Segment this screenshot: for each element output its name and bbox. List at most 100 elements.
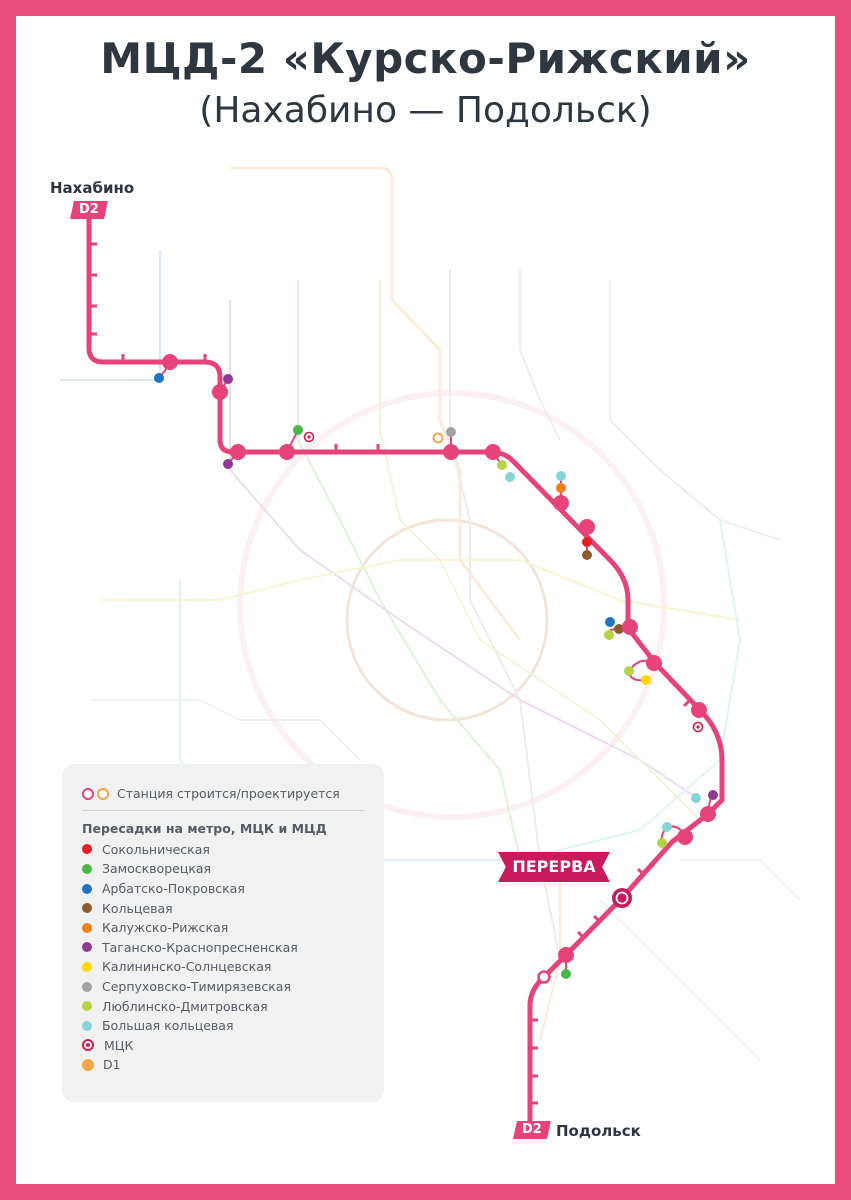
transfer-dot-teal — [556, 471, 566, 481]
transfer-dot-grey — [446, 427, 456, 437]
station — [230, 444, 246, 460]
legend-panel: Станция строится/проектируется Пересадки… — [62, 764, 384, 1102]
station — [558, 947, 574, 963]
background-network — [60, 166, 801, 1061]
line-color-dot-icon — [82, 863, 92, 874]
line-color-dot-icon — [82, 844, 92, 855]
transfer-dot-blue — [154, 373, 164, 383]
legend-item: Серпуховско-Тимирязевская — [82, 977, 364, 997]
legend-item-label: Калужско-Рижская — [102, 920, 229, 936]
station — [443, 444, 459, 460]
terminal-north-badge: D2 — [70, 201, 108, 219]
terminal-south-badge: D2 — [513, 1121, 551, 1139]
line-color-dot-icon — [82, 961, 92, 972]
station — [212, 384, 228, 400]
transfer-dot-lightgreen — [624, 666, 634, 676]
bg-line-orange-1 — [230, 166, 522, 641]
bg-line-grey-6 — [680, 859, 801, 901]
line-color-dot-icon — [82, 942, 92, 953]
legend-item: Замоскворецкая — [82, 859, 364, 879]
legend-item: Таганско-Краснопресненская — [82, 938, 364, 958]
legend-item: Арбатско-Покровская — [82, 879, 364, 899]
transfer-dot-yellow — [641, 675, 651, 685]
tick — [682, 698, 692, 708]
line-color-dot-icon — [82, 883, 92, 894]
bg-line-green-1 — [297, 280, 521, 861]
legend-item: Калужско-Рижская — [82, 918, 364, 938]
station — [691, 702, 707, 718]
transfer-mck-inner — [307, 435, 311, 439]
d1-construction-ring — [432, 432, 444, 444]
transfer-dot-orange — [556, 483, 566, 493]
legend-item: МЦК — [82, 1036, 364, 1056]
legend-item-label: Таганско-Краснопресненская — [102, 939, 298, 955]
legend-construction-label: Станция строится/проектируется — [117, 786, 340, 802]
transfer-mck-inner — [696, 725, 700, 729]
transfer-dot-purple — [223, 459, 233, 469]
station — [700, 806, 716, 822]
tick — [592, 914, 602, 924]
station — [677, 829, 693, 845]
line-color-dot-icon — [82, 1001, 92, 1012]
station-pererva-inner — [615, 891, 629, 905]
legend-item: Калининско-Солнцевская — [82, 957, 364, 977]
legend-item-label: Замоскворецкая — [102, 861, 212, 877]
transfer-dot-green — [293, 425, 303, 435]
transfer-dot-red — [582, 537, 592, 547]
terminal-north-name: Нахабино — [50, 179, 135, 197]
transfer-dot-teal — [691, 793, 701, 803]
line-color-dot-icon — [82, 981, 92, 992]
legend-divider — [82, 809, 364, 811]
legend-item-label: Серпуховско-Тимирязевская — [102, 979, 291, 995]
stations — [162, 354, 716, 984]
legend-item-label: D1 — [103, 1057, 121, 1073]
bg-line-grey-3 — [609, 280, 781, 541]
legend-item-label: Сокольническая — [102, 841, 210, 857]
legend-construction: Станция строится/проектируется — [82, 784, 364, 804]
mck-icon — [82, 1039, 94, 1052]
transfer-dot-teal — [505, 472, 515, 482]
station — [162, 354, 178, 370]
page-title: МЦД-2 «Курско-Рижский» — [100, 34, 751, 83]
tick — [636, 867, 646, 877]
station — [279, 444, 295, 460]
station — [622, 619, 638, 635]
legend-item: Сокольническая — [82, 840, 364, 860]
bg-line-lightgreen-1 — [379, 280, 701, 821]
bg-line-purple-1 — [229, 300, 701, 801]
line-color-dot-icon — [82, 922, 92, 933]
bg-line-grey-2 — [519, 270, 561, 441]
terminal-south-name: Подольск — [556, 1122, 641, 1140]
transfer-dot-brown — [614, 624, 624, 634]
bg-line-yellow-1 — [100, 559, 741, 621]
transfer-dot-green — [561, 969, 571, 979]
transfer-dot-lightgreen — [604, 630, 614, 640]
legend-item-label: МЦК — [104, 1037, 134, 1053]
station — [579, 519, 595, 535]
line-color-dot-icon — [82, 1020, 92, 1031]
station — [646, 655, 662, 671]
legend-item-label: Большая кольцевая — [102, 1018, 234, 1034]
legend-item-label: Люблинско-Дмитровская — [102, 998, 268, 1014]
transfer-dot-lightgreen — [657, 838, 667, 848]
legend-item: Люблинско-Дмитровская — [82, 996, 364, 1016]
legend-item-label: Калининско-Солнцевская — [102, 959, 272, 975]
legend-item-label: Кольцевая — [102, 900, 173, 916]
station — [553, 495, 569, 511]
koltsevaya-ring-bg — [345, 518, 549, 722]
mck-ring-bg — [237, 390, 667, 820]
transfers — [154, 363, 718, 979]
tick — [576, 930, 586, 940]
legend-item: D1 — [82, 1055, 364, 1075]
transfer-dot-teal — [662, 822, 672, 832]
page-subtitle: (Нахабино — Подольск) — [199, 90, 652, 131]
construction-ring-icon — [82, 787, 94, 800]
transfer-dot-purple — [708, 790, 718, 800]
bg-line-blue-1 — [60, 250, 161, 381]
station-pererva — [612, 888, 632, 908]
station — [485, 444, 501, 460]
transfer-dot-lightgreen — [497, 460, 507, 470]
bg-line-grey-5 — [599, 899, 761, 1061]
line-color-dot-icon — [82, 903, 92, 914]
